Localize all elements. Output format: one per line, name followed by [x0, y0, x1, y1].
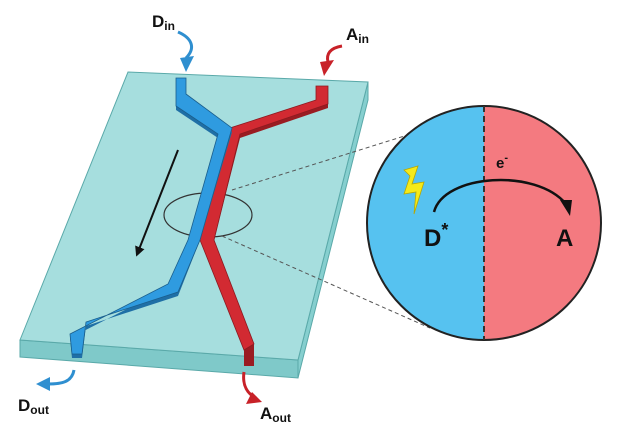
donor-excited-label: D* [424, 220, 448, 252]
acceptor-channel-top [199, 85, 329, 351]
acceptor-stream [199, 85, 329, 366]
donor-inlet-arrowhead [180, 56, 194, 72]
flow-direction-arrow [135, 149, 179, 257]
interface-inset: e- D* A [366, 105, 602, 341]
acceptor-outlet-arrow [242, 371, 257, 400]
acceptor-inlet-arrowhead [320, 60, 334, 76]
chip [19, 71, 369, 379]
label-acceptor-out: Aout [260, 404, 291, 425]
label-donor-in: Din [152, 12, 175, 33]
label-donor-out: Dout [18, 396, 49, 417]
chip-top-surface [19, 71, 369, 361]
electron-label: e- [496, 152, 508, 172]
electron-transfer-arrow [432, 178, 567, 213]
donor-outlet-arrow [47, 369, 76, 386]
label-acceptor-in: Ain [346, 25, 369, 46]
donor-stream [69, 77, 233, 358]
donor-outlet-arrowhead [36, 377, 50, 391]
electron-transfer-arrowhead [560, 200, 572, 216]
acceptor-label: A [556, 225, 573, 252]
inset-acceptor-half [484, 106, 601, 340]
acceptor-outlet-arrowhead [246, 392, 262, 404]
donor-inlet-arrow [177, 30, 194, 60]
inset-donor-half [367, 106, 484, 340]
zoom-connector-bottom [221, 235, 431, 329]
donor-channel-top [69, 77, 233, 355]
lightning-icon [403, 165, 425, 215]
acceptor-inlet-arrow [326, 44, 343, 63]
